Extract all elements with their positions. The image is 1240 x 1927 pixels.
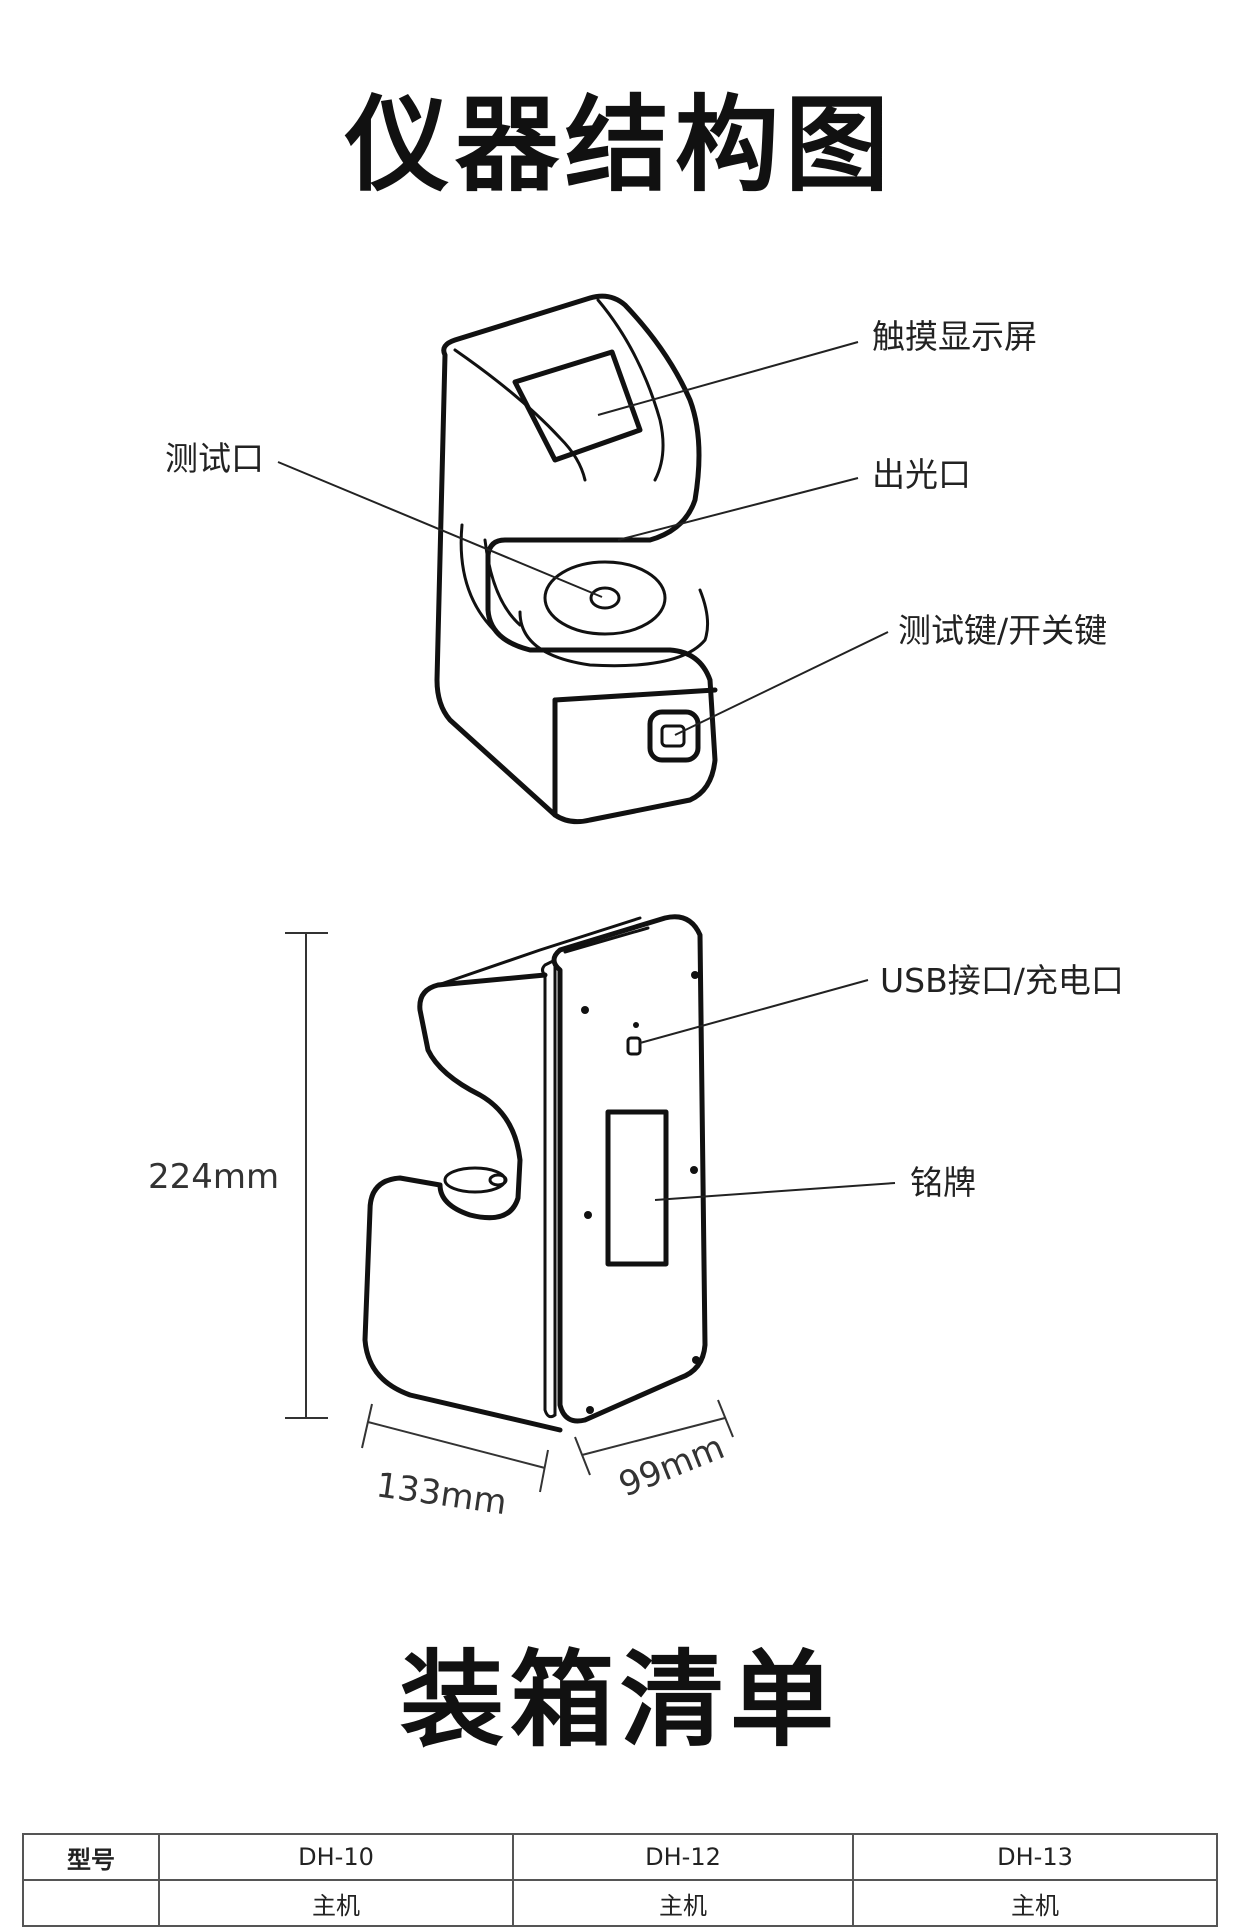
table-row: 主机 主机 主机	[22, 1879, 1218, 1927]
height-dimension	[285, 932, 328, 1419]
callout-touch-screen: 触摸显示屏	[872, 317, 1037, 356]
table-cell: 主机	[158, 1879, 514, 1927]
test-port-shape	[589, 586, 621, 610]
packing-list-table: 型号 DH-10 DH-12 DH-13 主机 主机 主机	[22, 1833, 1218, 1927]
nameplate-shape	[605, 1109, 669, 1267]
table-header-row: 型号 DH-10 DH-12 DH-13	[22, 1833, 1218, 1881]
test-disk-shape	[543, 560, 667, 636]
device-back-view	[362, 914, 708, 1433]
width-dimension-label: 133mm	[374, 1465, 509, 1523]
depth-dimension-label: 99mm	[613, 1427, 730, 1505]
callout-usb-charge-port: USB接口/充电口	[880, 961, 1124, 1000]
table-cell: 主机	[852, 1879, 1218, 1927]
header-dh-13: DH-13	[852, 1833, 1218, 1881]
structure-diagram-title: 仪器结构图	[344, 84, 895, 206]
header-dh-10: DH-10	[158, 1833, 514, 1881]
packing-list-title: 装箱清单	[399, 1639, 840, 1761]
table-cell: 主机	[512, 1879, 854, 1927]
usb-port-shape	[626, 1036, 642, 1056]
callout-test-power-key: 测试键/开关键	[898, 611, 1107, 650]
depth-dimension	[574, 1399, 734, 1476]
width-dimension	[361, 1403, 549, 1493]
header-dh-12: DH-12	[512, 1833, 854, 1881]
table-cell	[22, 1879, 160, 1927]
callout-test-port: 测试口	[165, 439, 264, 478]
power-button-shape	[647, 709, 701, 763]
callout-light-outlet: 出光口	[872, 455, 971, 494]
callout-nameplate: 铭牌	[910, 1163, 976, 1202]
height-dimension-label: 224mm	[148, 1157, 279, 1197]
device-front-view	[434, 293, 718, 825]
header-model: 型号	[22, 1833, 160, 1881]
